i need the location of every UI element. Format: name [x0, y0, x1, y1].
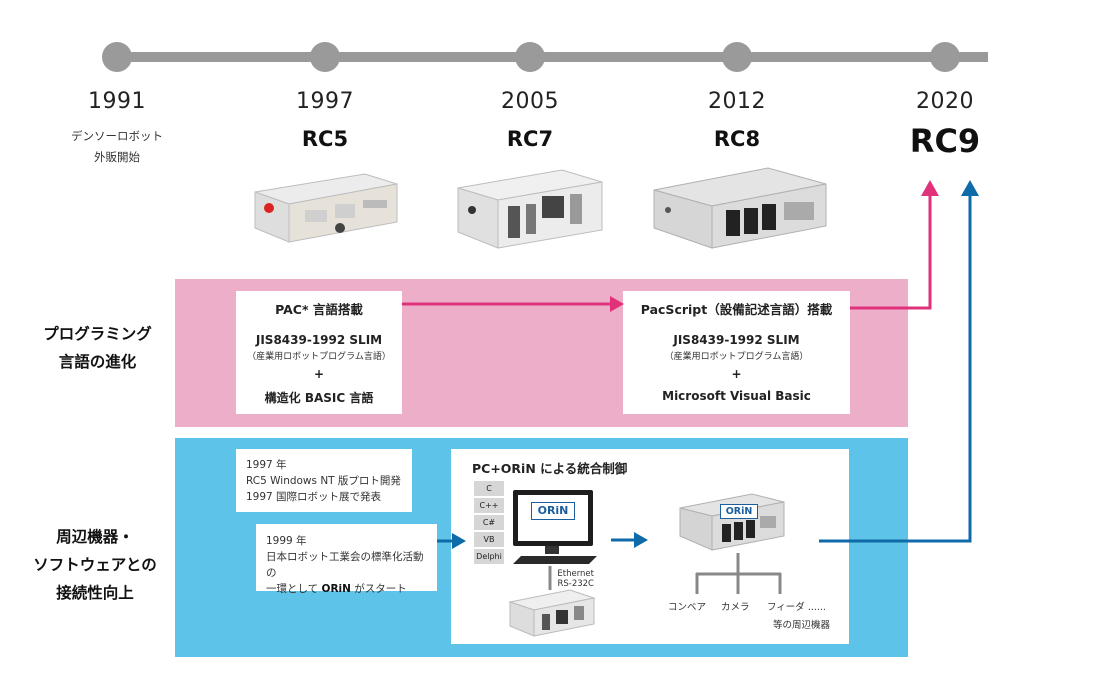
pacscript-box-line2: Microsoft Visual Basic	[662, 389, 811, 403]
device-feeder: フィーダ ......	[767, 602, 826, 613]
connection-label: Ethernet RS-232C	[557, 569, 594, 589]
integration-title: PC+ORiN による統合制御	[472, 461, 628, 476]
timeline-dot-1991	[102, 42, 132, 72]
orin-bold-word: ORiN	[321, 583, 351, 595]
pacscript-box: PacScript（設備記述言語）搭載 JIS8439-1992 SLIM （産…	[623, 291, 850, 414]
pac-box-line1: JIS8439-1992 SLIM	[255, 333, 383, 347]
blue-arrowhead-rc9	[961, 180, 979, 196]
pacscript-box-line1: JIS8439-1992 SLIM	[673, 333, 800, 347]
pac-language-box: PAC* 言語搭載 JIS8439-1992 SLIM （産業用ロボットプログラ…	[236, 291, 402, 414]
note-arrowhead	[452, 533, 466, 549]
timeline-dot-2020	[930, 42, 960, 72]
device-conveyor: コンベア	[668, 602, 707, 613]
rc8-controller-image	[653, 167, 827, 249]
note-1991: デンソーロボット 外販開始	[71, 129, 163, 164]
orin-logo-monitor: ORiN	[531, 502, 575, 520]
timeline-dot-2012	[722, 42, 752, 72]
devices-note: 等の周辺機器	[773, 620, 831, 631]
pac-box-line2: 構造化 BASIC 言語	[264, 391, 374, 405]
language-item: VB	[474, 532, 504, 547]
language-item: C#	[474, 515, 504, 530]
pacscript-box-title: PacScript（設備記述言語）搭載	[640, 302, 833, 317]
device-camera: カメラ	[721, 602, 750, 613]
blue-route-rc9	[819, 194, 972, 543]
rc5-controller-image	[254, 173, 398, 243]
rc5-windows-note: 1997 年 RC5 Windows NT 版プロト開発 1997 国際ロボット…	[236, 449, 412, 512]
pink-arrowhead	[610, 296, 624, 312]
peripheral-label: 周辺機器・ ソフトウェアとの 接続性向上	[33, 528, 157, 602]
pink-route-rc9	[850, 194, 932, 310]
year-1991: 1991	[88, 89, 146, 114]
pacscript-box-line1-sub: （産業用ロボットプログラム言語）	[664, 352, 809, 362]
rc5-small-controller-image	[508, 589, 596, 637]
pink-arrowhead-rc9	[921, 180, 939, 196]
timeline-line	[115, 52, 988, 62]
pac-box-title: PAC* 言語搭載	[275, 302, 363, 317]
language-item: C	[474, 481, 504, 496]
model-rc8: RC8	[713, 127, 761, 151]
language-list: C C++ C# VB Delphi	[474, 481, 504, 566]
model-rc7: RC7	[506, 127, 554, 151]
rc7-controller-image	[457, 169, 603, 249]
language-item: Delphi	[474, 549, 504, 564]
pc-to-rc9-arrowhead	[634, 532, 648, 548]
year-2020: 2020	[916, 89, 974, 114]
pacscript-box-plus: +	[731, 367, 742, 381]
orin-logo-rc9: ORiN	[720, 504, 758, 519]
orin-note-line3: 一環として ORiN がスタート	[266, 583, 407, 595]
timeline-dot-2005	[515, 42, 545, 72]
timeline-dot-1997	[310, 42, 340, 72]
year-1997: 1997	[296, 89, 354, 114]
pac-box-line1-sub: （産業用ロボットプログラム言語）	[247, 352, 391, 362]
model-rc9: RC9	[909, 122, 981, 160]
programming-label: プログラミング 言語の進化	[43, 325, 152, 371]
orin-start-note: 1999 年 日本ロボット工業会の標準化活動の 一環として ORiN がスタート	[256, 524, 437, 595]
language-item: C++	[474, 498, 504, 513]
year-2005: 2005	[501, 89, 559, 114]
model-rc5: RC5	[301, 127, 349, 151]
pac-box-plus: +	[313, 367, 325, 381]
year-2012: 2012	[708, 89, 766, 114]
